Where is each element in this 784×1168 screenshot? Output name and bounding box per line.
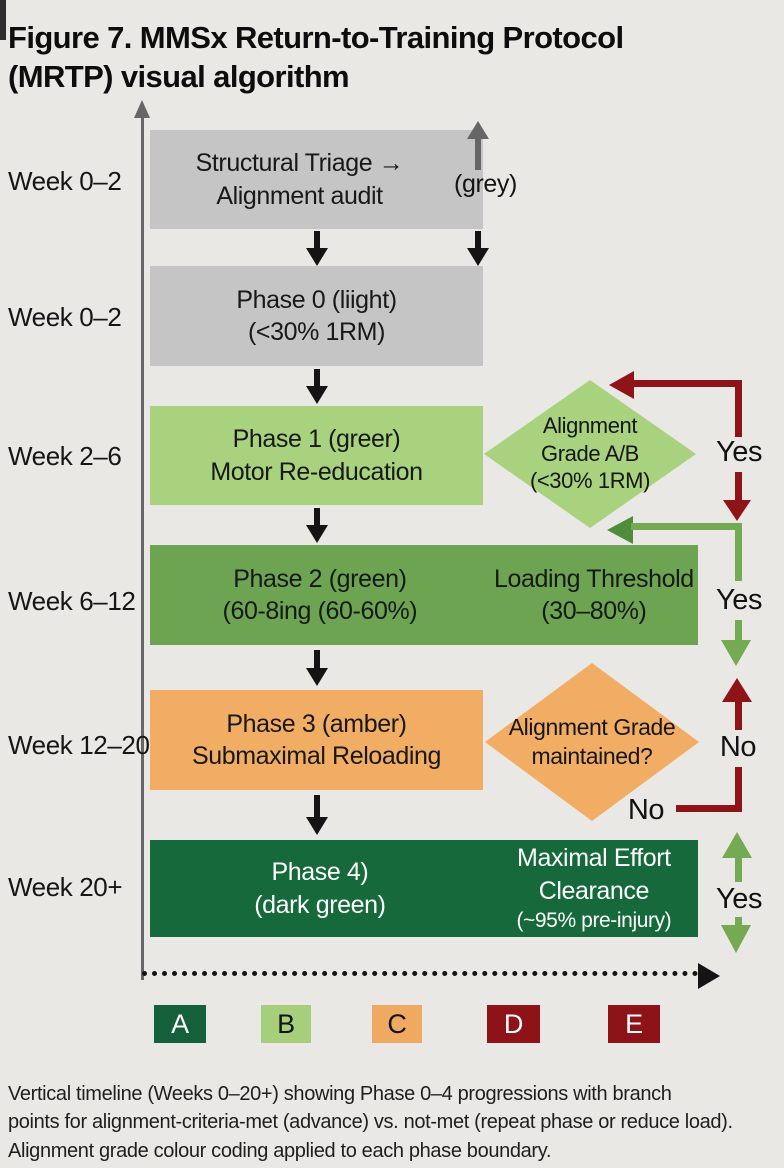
red-elbow-vertical-upper [735, 380, 742, 438]
branch-label-no-right: No [714, 732, 762, 762]
grey-up-arrow-stem [475, 138, 481, 170]
legend-item-e: E [608, 1005, 660, 1043]
node-phase2-left: Phase 2 (green) (60-8ing (60-60%) [150, 563, 490, 628]
timeline-axis [141, 117, 144, 980]
node-phase3: Phase 3 (amber) Submaximal Reloading [150, 690, 483, 790]
legend-item-a: A [154, 1005, 206, 1043]
node-phase3-line1: Phase 3 (amber) [226, 709, 407, 738]
green-down-arrowhead-icon-2 [721, 925, 751, 953]
week-label-row5: Week 12–20 [8, 730, 150, 760]
red-no-elbow-horizontal [676, 805, 742, 812]
node-phase4-left: Phase 4) (dark green) [150, 856, 490, 921]
caption-line1: Vertical timeline (Weeks 0–20+) showing … [8, 1083, 672, 1105]
green-elbow-vertical-upper [735, 523, 742, 581]
branch-label-no-bottom: No [620, 795, 672, 825]
branch-label-yes-2: Yes [711, 585, 767, 615]
down-arrowhead-icon-1r [467, 248, 489, 266]
green-double-arrow-lower [735, 917, 742, 927]
week-label-row2: Week 0–2 [8, 302, 122, 332]
week-label-row1: Week 0–2 [8, 166, 122, 196]
node-phase2: Phase 2 (green) (60-8ing (60-60%) Loadin… [150, 545, 698, 645]
decision2-line1: Alignment Grade [508, 714, 676, 740]
decision1-line3: (<30% 1RM) [529, 468, 651, 494]
scan-edge-artifact [0, 0, 6, 40]
grey-colour-note: (grey) [454, 170, 517, 198]
green-left-arrowhead-icon [607, 516, 633, 544]
week-label-row3: Week 2–6 [8, 441, 122, 471]
red-left-arrowhead-icon [609, 371, 634, 399]
node-structural-triage-line2: Alignment audit [216, 181, 383, 210]
figure-title: Figure 7. MMSx Return-to-Training Protoc… [8, 18, 738, 96]
down-arrow-stem-3 [314, 508, 320, 526]
node-phase1-line1: Phase 1 (greer) [232, 425, 401, 453]
decision1-line1: Alignment [542, 413, 638, 438]
node-phase4-line1: Phase 4) [271, 858, 369, 886]
branch-label-yes-3: Yes [711, 884, 767, 914]
red-elbow-vertical-lower [735, 472, 742, 502]
node-structural-triage-line1: Structural Triage → [195, 149, 404, 177]
node-phase4-right: Maximal Effort Clearance (~95% pre-injur… [490, 842, 698, 934]
legend-item-c: C [372, 1005, 422, 1043]
week-label-row4: Week 6–12 [8, 586, 136, 616]
node-phase2-line2: (60-8ing (60-60%) [222, 597, 418, 625]
node-phase0-line1: Phase 0 (liight) [236, 285, 397, 314]
figure-title-line2: (MRTP) visual algorithm [8, 59, 350, 95]
node-phase1: Phase 1 (greer) Motor Re-education [150, 406, 483, 505]
red-down-arrowhead-icon [723, 500, 751, 521]
green-double-arrow-upper [735, 856, 742, 882]
decision2-line2: maintained? [531, 743, 653, 770]
caption-line2: points for alignment-criteria-met (advan… [8, 1111, 733, 1134]
down-arrowhead-icon-1 [306, 248, 328, 266]
decision1-line2: Grade A/B [541, 440, 639, 466]
node-phase0-line2: (<30% 1RM) [247, 318, 386, 346]
decision-diamond-alignment-maintained [485, 663, 699, 821]
down-arrow-stem-5 [314, 795, 320, 818]
node-phase1-line2: Motor Re-education [210, 457, 423, 486]
legend-item-d: D [487, 1005, 540, 1043]
decision-diamond-alignment-grade-ab [484, 380, 696, 528]
grey-up-arrowhead-icon [467, 121, 489, 139]
green-up-arrowhead-icon [722, 832, 752, 858]
node-phase4-line2: (dark green) [254, 890, 386, 919]
green-down-arrowhead-icon-1 [721, 640, 751, 666]
decision2-text: Alignment Grade maintained? [493, 713, 691, 772]
node-phase2-line1: Phase 2 (green) [233, 564, 407, 593]
down-arrowhead-icon-4 [306, 668, 328, 686]
node-phase2-threshold-line1: Loading Threshold [493, 564, 694, 593]
red-up-arrowhead-icon [722, 678, 752, 702]
node-phase2-right: Loading Threshold (30–80%) [490, 563, 698, 628]
branch-label-yes-1: Yes [711, 437, 767, 467]
node-phase4-clearance-line3: (~95% pre-injury) [516, 909, 672, 933]
green-elbow-horizontal [631, 523, 742, 530]
bottom-dotted-axis [142, 971, 698, 976]
node-phase2-threshold-line2: (30–80%) [541, 597, 647, 625]
down-arrowhead-icon-2 [306, 386, 328, 404]
down-arrowhead-icon-5 [306, 817, 328, 835]
down-arrow-stem-1r [475, 231, 481, 249]
green-elbow-vertical-lower [735, 620, 742, 642]
node-structural-triage: Structural Triage → Alignment audit [150, 130, 483, 229]
red-elbow-horizontal [634, 380, 742, 387]
timeline-axis-up-arrowhead-icon [134, 100, 150, 118]
node-phase0: Phase 0 (liight) (<30% 1RM) [150, 266, 483, 366]
week-label-row6: Week 20+ [8, 872, 123, 902]
bottom-axis-right-arrowhead-icon [698, 963, 720, 989]
decision1-text: Alignment Grade A/B (<30% 1RM) [500, 412, 680, 495]
legend-item-b: B [261, 1005, 311, 1043]
down-arrow-stem-2 [314, 369, 320, 387]
node-phase3-line2: Submaximal Reloading [191, 742, 442, 770]
node-phase4-clearance-line1: Maximal Effort [517, 844, 671, 873]
figure-title-line1: Figure 7. MMSx Return-to-Training Protoc… [8, 20, 624, 55]
red-no-vertical-lower [735, 767, 742, 812]
red-no-vertical-upper [735, 700, 742, 730]
node-phase4: Phase 4) (dark green) Maximal Effort Cle… [150, 840, 698, 937]
down-arrow-stem-1 [314, 231, 320, 249]
caption-line3: Alignment grade colour coding applied to… [8, 1139, 552, 1162]
node-phase4-clearance-line2: Clearance [538, 876, 650, 905]
figure-caption: Vertical timeline (Weeks 0–20+) showing … [8, 1080, 784, 1165]
down-arrowhead-icon-3 [306, 525, 328, 543]
down-arrow-stem-4 [314, 650, 320, 669]
